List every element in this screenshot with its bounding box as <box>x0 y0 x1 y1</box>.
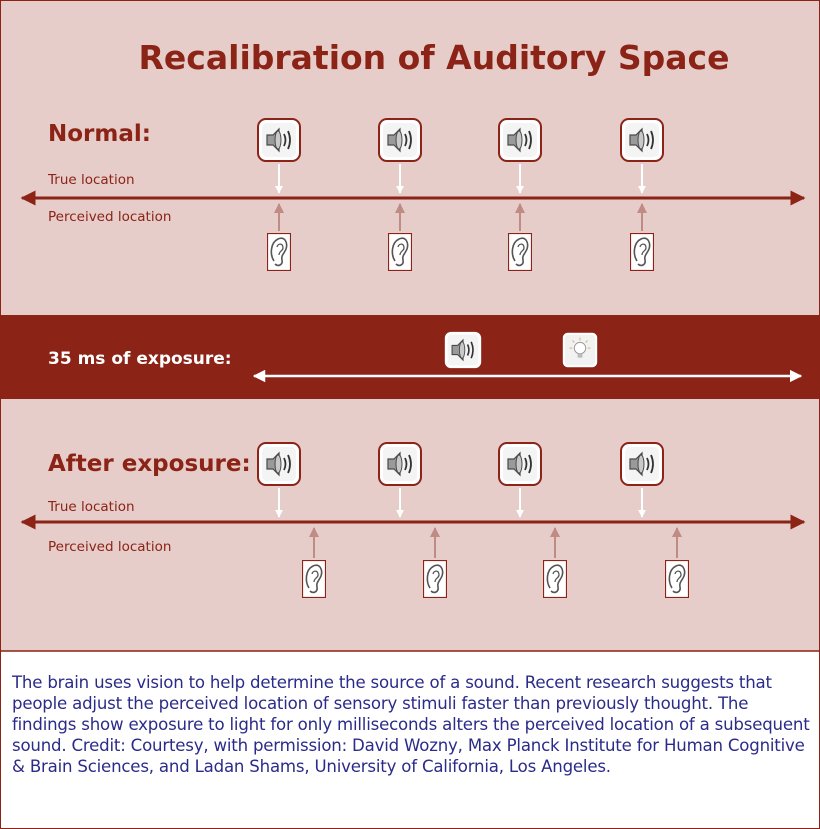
speaker-icon <box>378 118 422 162</box>
speaker-icon <box>620 442 664 486</box>
speaker-icon <box>257 442 301 486</box>
normal-true-location-label: True location <box>47 172 135 188</box>
after-label: After exposure: <box>48 451 251 477</box>
normal-label: Normal: <box>48 121 151 147</box>
after-true-location-arrows <box>275 488 646 518</box>
speaker-icon <box>378 442 422 486</box>
ear-icon <box>423 560 447 598</box>
speaker-icon <box>498 118 542 162</box>
after-perceived-location-label: Perceived location <box>48 539 171 555</box>
speaker-icon <box>620 118 664 162</box>
exposure-band <box>0 315 820 399</box>
ear-icon <box>388 233 412 271</box>
normal-true-location-arrows <box>275 164 646 194</box>
speaker-icon <box>257 118 301 162</box>
ear-icon <box>508 233 532 271</box>
lightbulb-icon <box>561 331 599 369</box>
after-perceived-arrows <box>309 527 682 558</box>
ear-icon <box>302 560 326 598</box>
page-title: Recalibration of Auditory Space <box>139 38 730 77</box>
speaker-icon <box>443 330 483 370</box>
speaker-icon <box>498 442 542 486</box>
after-true-location-label: True location <box>47 499 135 515</box>
ear-icon <box>543 560 567 598</box>
normal-perceived-location-label: Perceived location <box>48 209 171 225</box>
exposure-label: 35 ms of exposure: <box>48 349 232 369</box>
normal-perceived-arrows <box>274 203 647 231</box>
figure-caption: The brain uses vision to help determine … <box>12 673 810 776</box>
ear-icon <box>267 233 291 271</box>
ear-icon <box>665 560 689 598</box>
ear-icon <box>630 233 654 271</box>
